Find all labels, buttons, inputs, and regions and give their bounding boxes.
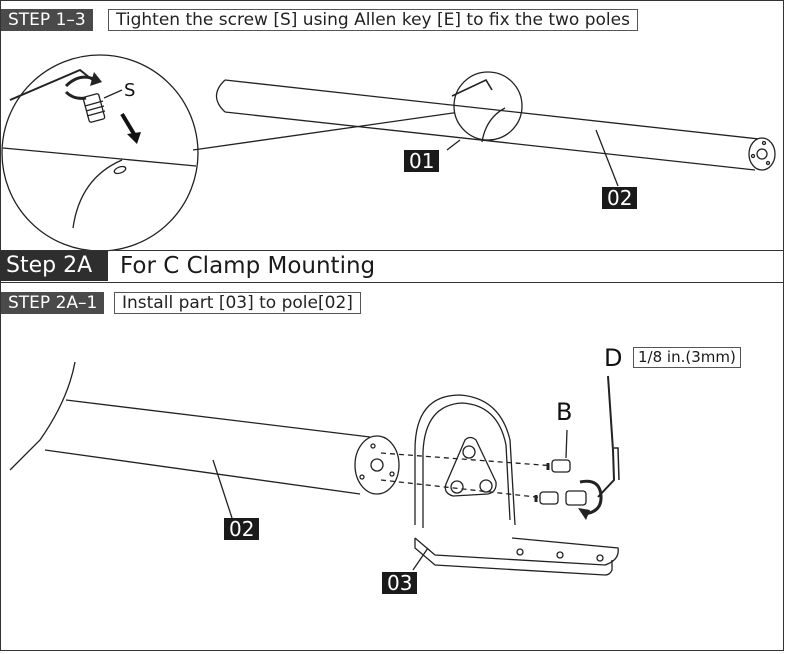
- step-code-2a-1: STEP 2A–1: [1, 292, 105, 314]
- section-title: For C Clamp Mounting: [120, 253, 376, 279]
- section-bar: Step 2A For C Clamp Mounting: [0, 250, 784, 283]
- part-label-02-bottom: 02: [224, 518, 260, 540]
- allen-key-label-d: D: [604, 344, 623, 372]
- section-code: Step 2A: [0, 251, 108, 281]
- screw-label-s: S: [124, 80, 136, 101]
- step-code-1-3: STEP 1–3: [1, 9, 93, 31]
- screw-label-b: B: [556, 398, 573, 426]
- down-arrow-icon: [120, 112, 141, 144]
- part-label-03: 03: [382, 572, 418, 594]
- part-label-01: 01: [404, 150, 440, 172]
- step-instruction-1-3: Tighten the screw [S] using Allen key [E…: [108, 9, 638, 31]
- rotation-arrow-icon: [64, 72, 102, 100]
- step-instruction-2a-1: Install part [03] to pole[02]: [114, 292, 361, 314]
- allen-key-size: 1/8 in.(3mm): [633, 347, 741, 368]
- part-label-02-top: 02: [602, 187, 638, 209]
- rotation-arrow-icon: [578, 479, 603, 520]
